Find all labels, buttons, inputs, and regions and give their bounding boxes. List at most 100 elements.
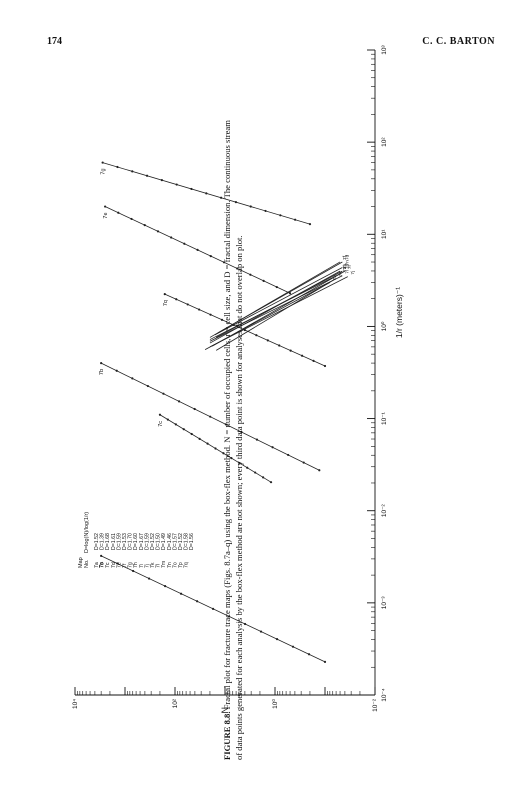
series-line — [217, 261, 343, 334]
series-point — [130, 217, 133, 221]
legend-header-map: Map — [78, 557, 84, 568]
legend-map: 7d — [111, 562, 117, 568]
series-point — [302, 461, 305, 464]
series-7i: 7i — [212, 265, 353, 347]
legend-header-d: D=log(N)/log(1/r) — [84, 512, 90, 553]
y-tick-label: 10⁰ — [271, 699, 279, 709]
legend-d: D=1.46 — [167, 533, 173, 550]
series-point — [175, 183, 178, 186]
legend-header-no: No. — [84, 559, 90, 568]
series-label: 7d — [344, 254, 350, 260]
series-point — [193, 407, 196, 411]
series-point — [230, 457, 233, 460]
series-point — [323, 660, 327, 663]
series-point — [100, 554, 103, 557]
series-point — [148, 577, 151, 580]
series-point — [318, 469, 321, 472]
legend-map: 7n — [167, 562, 173, 568]
legend-d: D=1.50 — [156, 533, 162, 550]
series-point — [323, 364, 327, 368]
figure-caption: FIGURE 8.8. Fractal plot for fracture tr… — [222, 120, 262, 760]
legend-d: D=1.60 — [133, 533, 139, 550]
series-point — [222, 261, 226, 264]
series-line — [209, 273, 341, 340]
series-point — [143, 224, 146, 227]
series-7l: 7l — [209, 270, 350, 342]
series-point — [275, 638, 279, 641]
series-label: 7c — [158, 421, 164, 427]
series-point — [214, 447, 217, 450]
series-point — [116, 165, 119, 169]
series-7d: 7d — [217, 254, 350, 334]
legend-map: 7o — [172, 562, 178, 568]
series-point — [104, 205, 107, 208]
x-tick-label: 10² — [381, 137, 388, 147]
series-point — [162, 392, 165, 395]
series-point — [190, 432, 193, 436]
legend-map: 7m — [161, 561, 167, 568]
legend-d: D=1.52 — [150, 533, 156, 550]
series-label: 7n — [344, 260, 350, 266]
series-point — [243, 622, 247, 626]
series-line — [209, 276, 348, 348]
y-tick-label: 10⁴ — [72, 699, 79, 709]
legend-map: 7j — [144, 564, 150, 568]
legend-map: 7a — [94, 562, 100, 568]
legend-d: D=1.52 — [94, 533, 100, 550]
series-point — [145, 174, 149, 177]
series-point — [278, 344, 281, 347]
series-point — [209, 415, 212, 418]
legend-d: D=1.57 — [172, 533, 178, 550]
page-number: 174 — [47, 36, 62, 47]
series-point — [275, 285, 278, 289]
series-point — [227, 615, 231, 618]
series-point — [288, 292, 292, 295]
series-point — [163, 293, 166, 296]
series-point — [170, 236, 173, 239]
series-point — [195, 600, 199, 603]
series-point — [190, 187, 193, 191]
caption-label: FIGURE 8.8. — [222, 711, 232, 760]
series-label: 7j — [350, 271, 356, 275]
series-point — [132, 569, 135, 573]
series-point — [279, 214, 282, 217]
series-7c: 7c — [158, 413, 273, 484]
series-7a: 7a — [99, 554, 327, 663]
series-label: 7l — [344, 270, 350, 274]
series-point — [236, 267, 239, 270]
series-point — [177, 400, 181, 403]
series-label: 7b — [99, 369, 105, 375]
series-line — [212, 270, 346, 347]
legend-map: 7f — [122, 563, 128, 568]
series-7n: 7n — [214, 260, 350, 336]
series-7j: 7j — [209, 271, 356, 348]
legend-map: 7k — [150, 562, 156, 568]
series-point — [234, 201, 238, 204]
series-point — [269, 481, 273, 484]
series-point — [262, 279, 265, 282]
legend-map: 7l — [156, 564, 162, 568]
series-point — [117, 211, 120, 214]
series-point — [174, 423, 177, 426]
series-point — [156, 230, 160, 233]
legend-d: D=1.58 — [184, 533, 190, 550]
series-point — [301, 354, 304, 357]
series-point — [271, 446, 274, 449]
series-label: 7h — [342, 263, 348, 269]
series-point — [264, 209, 267, 213]
series-point — [291, 645, 295, 648]
series-point — [289, 349, 292, 352]
legend-d: D=1.70 — [128, 533, 134, 550]
series-point — [158, 413, 162, 416]
legend-d: D=1.59 — [144, 533, 150, 550]
series-point — [100, 361, 103, 365]
series-point — [209, 255, 212, 258]
series-point — [249, 273, 252, 276]
series-line — [214, 267, 343, 336]
y-tick-label: 10⁻² — [372, 698, 379, 712]
series-point — [131, 377, 134, 380]
series-label: 7p — [344, 263, 350, 269]
series-point — [166, 418, 169, 421]
